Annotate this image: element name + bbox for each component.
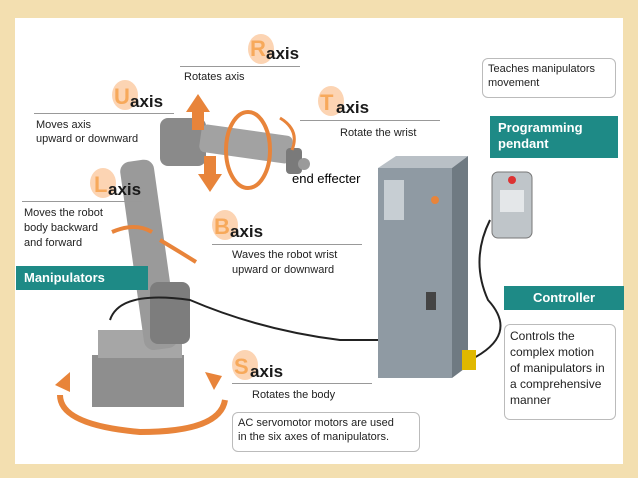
robot-to-controller-cable bbox=[109, 296, 385, 341]
pendant-desc-line-2: movement bbox=[488, 77, 540, 89]
controller-panel bbox=[384, 180, 404, 220]
controller-plug bbox=[462, 350, 476, 370]
controller-status-light bbox=[431, 196, 439, 204]
l-axis-letter: L bbox=[94, 172, 108, 197]
u-axis-blob bbox=[112, 80, 138, 110]
r-axis-title: axis bbox=[266, 44, 300, 63]
l-axis-desc-3: and forward bbox=[24, 237, 83, 249]
t-axis-title: axis bbox=[336, 98, 370, 117]
r-axis-desc: Rotates axis bbox=[184, 71, 245, 83]
u-axis-arrow-up bbox=[186, 94, 210, 130]
end-effector bbox=[298, 158, 310, 170]
controller-cabinet-side bbox=[452, 156, 468, 378]
b-axis-desc-1: Waves the robot wrist bbox=[232, 249, 338, 261]
controller-desc-box: Controls the complex motion of manipulat… bbox=[504, 324, 616, 420]
controller-to-pendant-cable bbox=[469, 219, 502, 361]
programming-pendant-line-2: pendant bbox=[498, 136, 549, 151]
controller-desc-line-1: Controls the bbox=[510, 329, 575, 343]
l-axis-desc-2: body backward bbox=[24, 222, 98, 234]
u-axis-desc-2: upward or downward bbox=[36, 133, 139, 145]
end-effecter-label: end effecter bbox=[292, 171, 361, 186]
l-axis-arrow bbox=[111, 225, 154, 234]
pendant-estop bbox=[508, 176, 516, 184]
u-axis-title: axis bbox=[130, 92, 164, 111]
t-axis-line bbox=[300, 120, 440, 121]
manipulators-label: Manipulators bbox=[16, 266, 148, 290]
controller-label: Controller bbox=[504, 286, 624, 310]
servo-note-line-1: AC servomotor motors are used bbox=[238, 417, 394, 429]
pendant-desc-box: Teaches manipulators movement bbox=[482, 58, 616, 98]
s-axis-arrowhead-right bbox=[205, 372, 222, 390]
pendant-screen bbox=[500, 190, 524, 212]
r-axis-line bbox=[180, 66, 300, 67]
controller-desc-line-2: complex motion bbox=[510, 345, 595, 359]
pendant-desc-line-1: Teaches manipulators bbox=[488, 63, 596, 75]
robot-shoulder bbox=[150, 282, 190, 344]
t-axis-rotation-arrow bbox=[279, 116, 296, 151]
programming-pendant-line-1: Programming bbox=[498, 120, 583, 135]
controller-desc-line-3: of manipulators in bbox=[510, 361, 605, 375]
s-axis-desc: Rotates the body bbox=[252, 389, 336, 401]
b-axis-letter: B bbox=[214, 214, 230, 239]
s-axis-letter: S bbox=[234, 354, 249, 379]
r-axis-rotation-arrow bbox=[224, 110, 272, 190]
r-axis-letter: R bbox=[250, 36, 266, 61]
robot-base bbox=[92, 355, 184, 407]
controller-switch bbox=[426, 292, 436, 310]
u-axis-letter: U bbox=[114, 84, 130, 109]
l-axis-blob bbox=[90, 168, 116, 198]
b-axis-arrow bbox=[158, 238, 198, 264]
s-axis-blob bbox=[232, 350, 258, 380]
controller-desc-line-4: a comprehensive bbox=[510, 377, 602, 391]
t-axis-letter: T bbox=[320, 90, 334, 115]
l-axis-title: axis bbox=[108, 180, 142, 199]
programming-pendant-label: Programming pendant bbox=[490, 116, 618, 158]
b-axis-line bbox=[212, 244, 362, 245]
u-axis-desc-1: Moves axis bbox=[36, 119, 92, 131]
servo-note-line-2: in the six axes of manipulators. bbox=[238, 431, 390, 443]
controller-cabinet-top bbox=[378, 156, 468, 168]
u-axis-arrow-down bbox=[198, 156, 222, 192]
s-axis-rotation-arrow bbox=[57, 394, 228, 436]
b-axis-blob bbox=[212, 210, 238, 240]
u-axis-line bbox=[34, 113, 174, 114]
l-axis-desc-1: Moves the robot bbox=[24, 207, 103, 219]
s-axis-arrowhead-left bbox=[55, 372, 70, 392]
s-axis-line bbox=[232, 383, 372, 384]
controller-desc-line-5: manner bbox=[510, 393, 551, 407]
t-axis-desc: Rotate the wrist bbox=[340, 127, 417, 139]
b-axis-title: axis bbox=[230, 222, 264, 241]
r-axis-blob bbox=[248, 34, 274, 64]
robot-wrist bbox=[286, 148, 302, 174]
servo-note-box: AC servomotor motors are used in the six… bbox=[232, 412, 420, 452]
l-axis-line bbox=[22, 201, 142, 202]
s-axis-title: axis bbox=[250, 362, 284, 381]
b-axis-desc-2: upward or downward bbox=[232, 264, 335, 276]
t-axis-blob bbox=[318, 86, 344, 116]
